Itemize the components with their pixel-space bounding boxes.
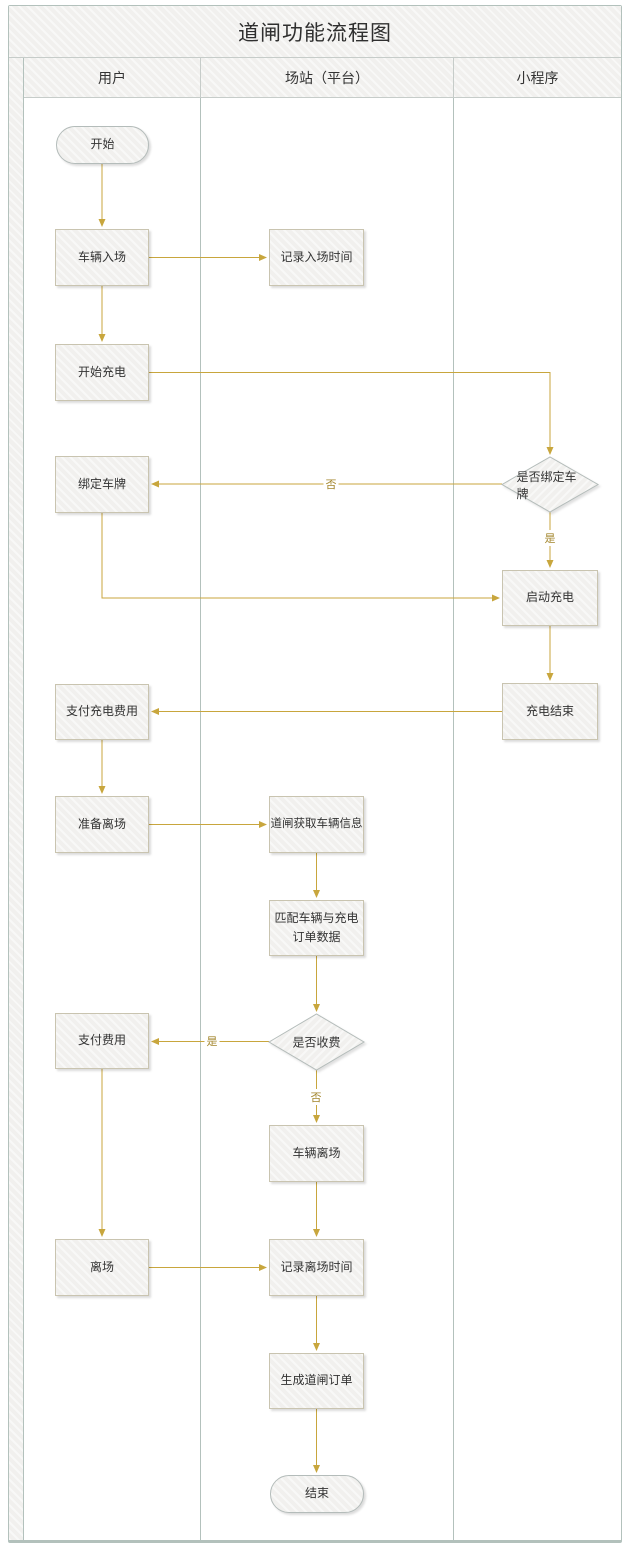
- decision-plate-bound-label: 是否绑定车牌: [516, 469, 577, 501]
- lane-header-miniapp-label: 小程序: [516, 69, 559, 86]
- node-generate-gate-order: 生成道闸订单: [269, 1353, 364, 1409]
- node-vehicle-enter: 车辆入场: [55, 229, 149, 286]
- chart-title: 道闸功能流程图: [238, 21, 392, 45]
- node-start-charging: 开始充电: [55, 344, 149, 401]
- decision-fee-label: 是否收费: [292, 1035, 341, 1050]
- left-strip: [9, 58, 24, 1540]
- lane-header-user: 用户: [24, 58, 200, 98]
- node-end: 结束: [270, 1475, 364, 1513]
- edge-label-yes-fee: 是: [204, 1033, 220, 1049]
- lane-header-row: 用户 场站（平台） 小程序: [24, 58, 621, 98]
- node-pay-fee: 支付费用: [55, 1013, 149, 1069]
- edge-bind-to-launch: [101, 513, 500, 602]
- edge-label-no-fee: 否: [308, 1089, 324, 1105]
- node-charging-end: 充电结束: [502, 683, 598, 740]
- lane-divider-1: [200, 98, 201, 1540]
- node-launch-charging: 启动充电: [502, 570, 598, 626]
- lane-header-station-label: 场站（平台）: [285, 69, 369, 86]
- lane-divider-2: [453, 98, 454, 1540]
- node-leave: 离场: [55, 1239, 149, 1296]
- lane-header-user-label: 用户: [98, 69, 126, 86]
- node-gate-get-vehicle-info: 道闸获取车辆信息: [269, 796, 364, 853]
- node-start: 开始: [56, 126, 149, 164]
- node-vehicle-leave: 车辆离场: [269, 1125, 364, 1182]
- node-match-order: 匹配车辆与充电订单数据: [269, 900, 364, 956]
- node-record-leave-time: 记录离场时间: [269, 1239, 364, 1296]
- edge-label-yes-bind: 是: [542, 530, 558, 546]
- flowchart-frame: 道闸功能流程图 用户 场站（平台） 小程序: [8, 5, 622, 1543]
- node-record-entry-time: 记录入场时间: [269, 229, 364, 286]
- chart-title-bar: 道闸功能流程图: [9, 6, 621, 58]
- edge-start-charging-to-decision: [149, 372, 554, 455]
- lane-header-station: 场站（平台）: [200, 58, 453, 98]
- node-pay-charging-fee: 支付充电费用: [55, 684, 149, 740]
- lane-header-miniapp: 小程序: [453, 58, 621, 98]
- node-bind-plate: 绑定车牌: [55, 456, 149, 513]
- edge-label-no-bind: 否: [323, 476, 339, 492]
- node-prepare-leave: 准备离场: [55, 796, 149, 853]
